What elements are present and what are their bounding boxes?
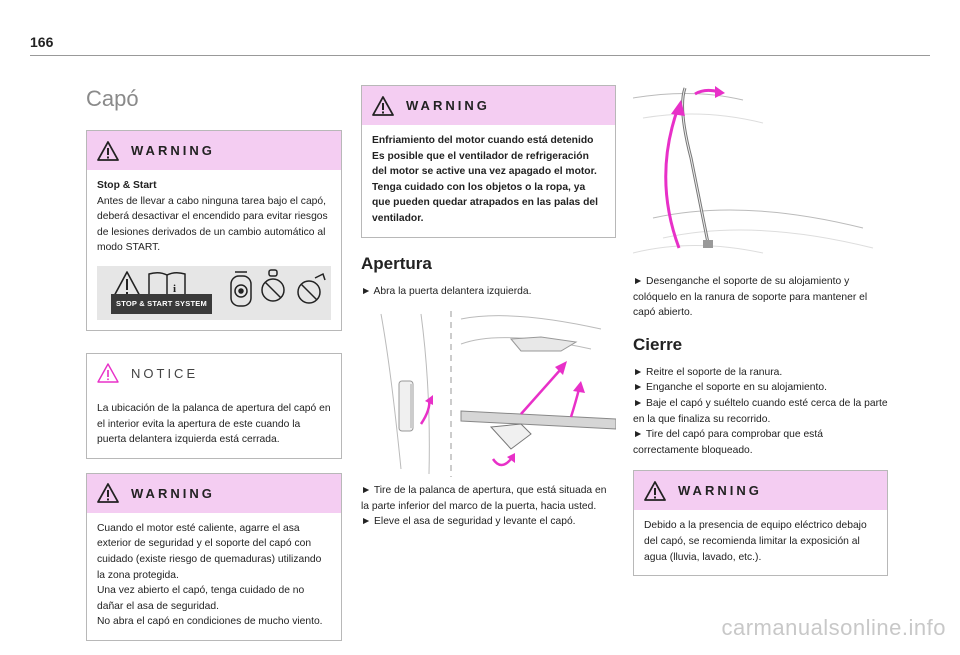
warning-header: WARNING: [362, 86, 615, 125]
column-3: ► Desenganche el soporte de su alojamien…: [633, 78, 888, 590]
step-close-2: ► Enganche el soporte en su alojamiento.: [633, 382, 827, 394]
hood-release-illustration: [361, 309, 616, 480]
step-open-door: ► Abra la puerta delantera izquierda.: [361, 285, 532, 297]
heading-apertura: Apertura: [361, 253, 432, 273]
warning-body: Cuando el motor esté caliente, agarre el…: [87, 513, 341, 640]
warning-box-water: WARNING Debido a la presencia de equipo …: [633, 470, 888, 577]
section-title: Capó: [86, 86, 139, 111]
warning-header: WARNING: [87, 473, 341, 513]
column-2: WARNING Enfriamiento del motor cuando es…: [361, 85, 616, 530]
warning-box-hot-engine: WARNING Cuando el motor esté caliente, a…: [86, 472, 342, 641]
warning-label: WARNING: [678, 483, 762, 499]
warning-text-3: No abra el capó en condiciones de mucho …: [97, 616, 323, 628]
header-rule: [30, 55, 930, 56]
warning-box-cooling: WARNING Enfriamiento del motor cuando es…: [361, 85, 616, 238]
pictogram-engine-icon: [230, 271, 252, 307]
warning-text-2: Una vez abierto el capó, tenga cuidado d…: [97, 585, 305, 612]
watermark: carmanualsonline.info: [721, 615, 946, 640]
notice-label: NOTICE: [131, 365, 199, 381]
warning-triangle-icon: [97, 140, 119, 161]
step-prop-rod: ► Desenganche el soporte de su alojamien…: [633, 276, 868, 319]
pictogram-no-fan-icon: [297, 272, 326, 304]
notice-header: NOTICE: [87, 353, 341, 393]
warning-text: Antes de llevar a cabo ninguna tarea baj…: [97, 195, 328, 254]
step-close-1: ► Reitre el soporte de la ranura.: [633, 366, 783, 378]
step-pull-lever: ► Tire de la palanca de apertura, que es…: [361, 485, 607, 512]
warning-header: WARNING: [634, 471, 887, 511]
column-1: Capó WARNING Stop & Start Antes de lleva…: [86, 80, 342, 655]
lift-arrow: [520, 368, 562, 415]
warning-body: Enfriamiento del motor cuando está deten…: [372, 135, 599, 224]
prop-rod-shape: [681, 87, 710, 244]
stop-start-system-label: STOP & START SYSTEM: [111, 294, 212, 314]
warning-label: WARNING: [131, 143, 215, 158]
pull-arrow: [419, 398, 431, 425]
warning-label: WARNING: [131, 485, 215, 501]
swing-arrow: [664, 107, 681, 249]
latch-arrow: [491, 458, 512, 467]
warning-triangle-icon: [644, 480, 666, 501]
warning-header: WARNING: [87, 131, 341, 170]
notice-box: NOTICE La ubicación de la palanca de ape…: [86, 352, 342, 459]
svg-text:i: i: [173, 283, 176, 295]
step-raise-hood: ► Eleve el asa de seguridad y levante el…: [361, 516, 576, 528]
pictogram-no-touch-icon: [261, 269, 285, 302]
warning-body: Debido a la presencia de equipo eléctric…: [644, 520, 867, 563]
warning-body: Stop & Start Antes de llevar a cabo ning…: [87, 170, 341, 330]
warning-text-1: Cuando el motor esté caliente, agarre el…: [97, 522, 322, 581]
stop-start-icon-strip: i: [97, 265, 331, 320]
page-number: 166: [30, 34, 54, 50]
step-close-3: ► Baje el capó y suéltelo cuando esté ce…: [633, 397, 888, 425]
warning-label: WARNING: [406, 98, 490, 113]
heading-cierre: Cierre: [633, 334, 683, 354]
warning-box-stop-start: WARNING Stop & Start Antes de llevar a c…: [86, 130, 342, 331]
step-close-4: ► Tire del capó para comprobar que está …: [633, 429, 823, 456]
notice-body: La ubicación de la palanca de apertura d…: [97, 402, 331, 446]
hood-panel-shape: [460, 410, 616, 430]
hood-prop-illustration: [633, 78, 888, 268]
warning-triangle-icon: [372, 95, 394, 116]
warning-heading: Stop & Start: [97, 180, 157, 191]
notice-triangle-icon: [97, 363, 119, 384]
warning-triangle-icon: [97, 483, 119, 504]
